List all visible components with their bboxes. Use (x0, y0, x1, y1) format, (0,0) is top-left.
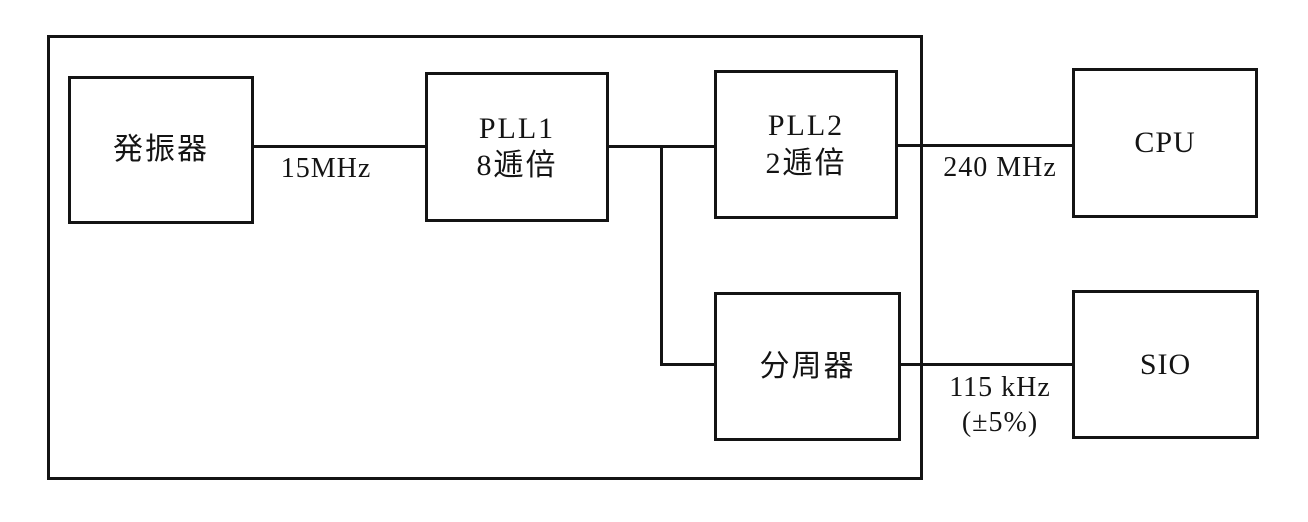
connector-divider-to-sio (899, 363, 1074, 366)
pll2-label-line2: 2逓倍 (765, 146, 847, 180)
connector-branch-to-divider (660, 363, 716, 366)
divider-block: 分周器 (714, 292, 901, 441)
connector-pll2-to-cpu (896, 144, 1074, 147)
divider-label: 分周器 (759, 349, 856, 383)
oscillator-block: 発振器 (68, 76, 254, 224)
pll1-label-line2: 8逓倍 (476, 149, 558, 182)
cpu-label: CPU (1134, 126, 1196, 160)
pll2-label-line1: PLL2 (767, 109, 845, 142)
label-240mhz: 240 MHz (943, 152, 1057, 183)
connector-oscillator-to-pll1 (252, 145, 427, 148)
pll1-block: PLL1 8逓倍 (425, 72, 609, 222)
label-115khz: 115 kHz (949, 372, 1051, 403)
sio-label: SIO (1139, 347, 1192, 381)
label-tolerance-pm5pct: (±5%) (961, 407, 1039, 438)
chip-boundary-box (47, 35, 923, 480)
label-15mhz: 15MHz (280, 153, 372, 184)
connector-branch-vertical (660, 145, 663, 366)
cpu-block: CPU (1072, 68, 1258, 218)
oscillator-label: 発振器 (113, 133, 209, 167)
pll2-block: PLL2 2逓倍 (714, 70, 898, 219)
pll1-label-line1: PLL1 (478, 111, 556, 145)
sio-block: SIO (1072, 290, 1259, 439)
